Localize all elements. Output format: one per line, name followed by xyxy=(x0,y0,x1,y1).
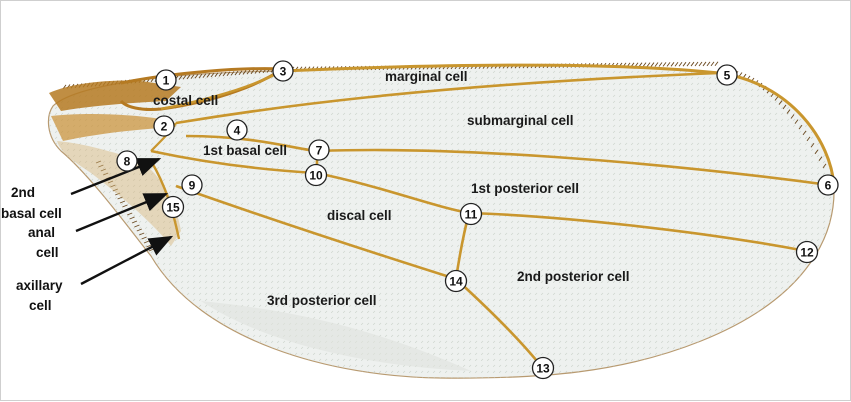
cell-label-third-posterior: 3rd posterior cell xyxy=(267,293,377,308)
label-second-basal-line2: basal cell xyxy=(1,206,62,221)
bristle xyxy=(687,62,690,66)
cell-label-marginal: marginal cell xyxy=(385,69,468,84)
marker-12: 12 xyxy=(797,242,818,263)
label-axillary-line1: axillary xyxy=(16,278,63,293)
marker-11: 11 xyxy=(461,204,482,225)
marker-9: 9 xyxy=(182,175,202,195)
bristle xyxy=(679,62,682,66)
bristle xyxy=(691,62,694,66)
marker-15: 15 xyxy=(163,197,184,218)
cell-label-costal: costal cell xyxy=(153,93,218,108)
bristle xyxy=(715,62,718,66)
bristle xyxy=(651,63,654,67)
bristle xyxy=(647,63,650,67)
marker-7-text: 7 xyxy=(316,144,323,158)
bristle xyxy=(671,62,674,66)
marker-6-text: 6 xyxy=(825,179,832,193)
marker-3: 3 xyxy=(273,61,293,81)
bristle xyxy=(683,62,686,66)
label-second-basal-cell: 2nd basal cell xyxy=(1,185,62,221)
label-anal-cell: anal cell xyxy=(28,225,59,260)
marker-15-text: 15 xyxy=(166,201,180,215)
label-axillary-line2: cell xyxy=(29,298,52,313)
cell-label-submarginal: submarginal cell xyxy=(467,113,574,128)
bristle xyxy=(711,62,714,66)
marker-4-text: 4 xyxy=(234,124,241,138)
marker-6: 6 xyxy=(818,175,838,195)
marker-5-text: 5 xyxy=(724,69,731,83)
bristle xyxy=(675,62,678,66)
marker-3-text: 3 xyxy=(280,65,287,79)
cell-label-first-posterior: 1st posterior cell xyxy=(471,181,579,196)
bristle xyxy=(699,62,702,66)
marker-5: 5 xyxy=(717,65,737,85)
marker-13: 13 xyxy=(533,358,554,379)
label-anal-line2: cell xyxy=(36,245,59,260)
marker-1: 1 xyxy=(156,70,176,90)
bristle xyxy=(663,62,666,66)
cell-label-second-posterior: 2nd posterior cell xyxy=(517,269,630,284)
marker-8-text: 8 xyxy=(124,155,131,169)
marker-4: 4 xyxy=(227,120,247,140)
marker-14-text: 14 xyxy=(449,275,463,289)
marker-10: 10 xyxy=(306,165,327,186)
marker-2-text: 2 xyxy=(161,120,168,134)
marker-10-text: 10 xyxy=(309,169,323,183)
bristle xyxy=(703,62,706,66)
bristle xyxy=(707,62,710,66)
marker-11-text: 11 xyxy=(465,208,478,222)
bristle xyxy=(655,63,658,67)
label-second-basal-line1: 2nd xyxy=(11,185,35,200)
bristle xyxy=(667,62,670,66)
cell-label-discal: discal cell xyxy=(327,208,392,223)
bristle xyxy=(643,63,646,67)
marker-14: 14 xyxy=(446,271,467,292)
marker-2: 2 xyxy=(154,116,174,136)
marker-9-text: 9 xyxy=(189,179,196,193)
marker-1-text: 1 xyxy=(163,74,170,88)
marker-12-text: 12 xyxy=(800,246,814,260)
marker-7: 7 xyxy=(309,140,329,160)
label-axillary-cell: axillary cell xyxy=(16,278,66,313)
bristle xyxy=(695,62,698,66)
cell-label-first-basal: 1st basal cell xyxy=(203,143,287,158)
label-anal-line1: anal xyxy=(28,225,55,240)
bristle xyxy=(659,62,662,66)
marker-13-text: 13 xyxy=(536,362,550,376)
marker-8: 8 xyxy=(117,151,137,171)
